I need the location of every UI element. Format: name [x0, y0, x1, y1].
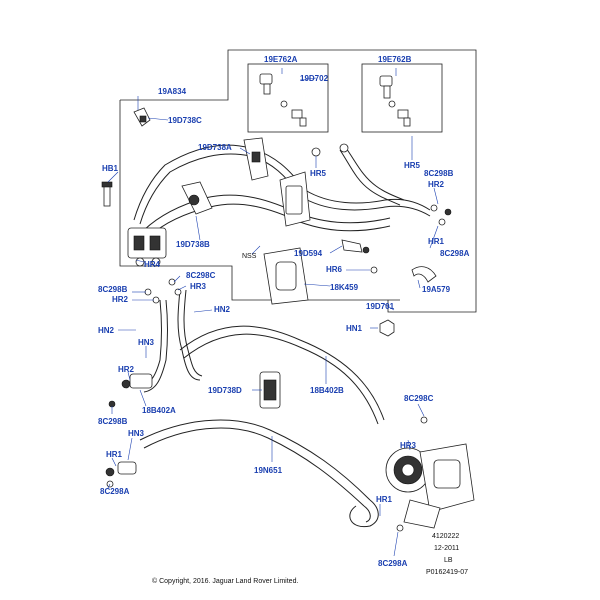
label-HB1: HB1	[102, 164, 119, 173]
label-19D702: 19D702	[300, 74, 329, 83]
label-19A579: 19A579	[422, 285, 451, 294]
label-19A834: 19A834	[158, 87, 187, 96]
label-8C298B-left: 8C298B	[98, 285, 128, 294]
lower-hose-system	[139, 289, 385, 528]
reference-block: 4120222 12-2011 LB P0162419-07	[426, 533, 468, 576]
bolt-HB1	[101, 181, 113, 207]
label-18K459: 18K459	[330, 283, 359, 292]
label-8C298A-b: 8C298A	[100, 487, 130, 496]
label-HR1-b: HR1	[106, 450, 123, 459]
upper-pipe-bundle	[133, 144, 431, 237]
box-19E762B	[361, 63, 443, 133]
sensor-19D594	[341, 239, 370, 254]
label-HR6: HR6	[326, 265, 343, 274]
ref-number: 4120222	[432, 533, 459, 540]
fastener-group-left	[106, 278, 428, 532]
insulator-18K459	[263, 247, 309, 305]
label-19N651: 19N651	[254, 466, 283, 475]
label-HR3-r: HR3	[400, 441, 417, 450]
label-19D738D: 19D738D	[208, 386, 242, 395]
label-HR1-r: HR1	[376, 495, 393, 504]
block-fitting-19D738B	[127, 227, 167, 267]
label-HR3-top: HR3	[190, 282, 207, 291]
bracket-19D738D	[259, 371, 281, 409]
label-HR5-left: HR5	[310, 169, 327, 178]
label-19D738C: 19D738C	[168, 116, 202, 125]
cap-HR5-right	[339, 143, 349, 153]
label-18B402B: 18B402B	[310, 386, 344, 395]
fastener-group-right	[370, 204, 452, 274]
label-19D738A: 19D738A	[198, 143, 232, 152]
label-NSS: NSS	[242, 253, 257, 260]
ac-compressor	[385, 443, 475, 529]
label-19D738B: 19D738B	[176, 240, 210, 249]
clip-19A579	[411, 266, 437, 283]
part-labels: 19A834 19E762A 19E762B 19D702 19D738C 19…	[98, 55, 470, 568]
box-19E762A	[247, 63, 329, 133]
label-8C298A-r: 8C298A	[378, 559, 408, 568]
fitting-18B402A	[121, 373, 153, 389]
valve-19E762B	[379, 75, 411, 127]
clamp-19D738B	[181, 181, 213, 215]
ref-date: 12-2011	[434, 545, 459, 552]
label-HR2-left: HR2	[112, 295, 129, 304]
label-8C298C-top: 8C298C	[186, 271, 216, 280]
ref-lb: LB	[444, 557, 453, 564]
label-HN3-b: HN3	[128, 429, 145, 438]
label-19E762A: 19E762A	[264, 55, 298, 64]
receiver-drier	[279, 171, 311, 227]
label-HN1: HN1	[346, 324, 363, 333]
label-HN3-a: HN3	[138, 338, 155, 347]
copyright-text: © Copyright, 2016. Jaguar Land Rover Lim…	[152, 577, 298, 585]
label-HR4: HR4	[144, 260, 161, 269]
label-HR1-top: HR1	[428, 237, 445, 246]
cap-HR5-left	[311, 147, 321, 157]
label-HN2-left: HN2	[98, 326, 115, 335]
label-18B402A: 18B402A	[142, 406, 176, 415]
label-8C298A-top: 8C298A	[440, 249, 470, 258]
nut-HN1	[379, 319, 395, 337]
label-HR2-top: HR2	[428, 180, 445, 189]
valve-19E762A	[259, 73, 307, 127]
label-8C298B-b: 8C298B	[98, 417, 128, 426]
fitting-lower-left	[105, 461, 137, 477]
label-19D701: 19D701	[366, 302, 395, 311]
bracket-19D738A	[243, 137, 269, 181]
label-19E762B: 19E762B	[378, 55, 412, 64]
label-HN2-mid: HN2	[214, 305, 231, 314]
clip-19D738C	[133, 107, 151, 127]
label-HR5-right: HR5	[404, 161, 421, 170]
label-8C298B-top: 8C298B	[424, 169, 454, 178]
label-HR2-b: HR2	[118, 365, 135, 374]
ref-part-code: P0162419-07	[426, 569, 468, 576]
label-19D594: 19D594	[294, 249, 323, 258]
label-8C298C-r: 8C298C	[404, 394, 434, 403]
leader-lines	[107, 68, 439, 557]
